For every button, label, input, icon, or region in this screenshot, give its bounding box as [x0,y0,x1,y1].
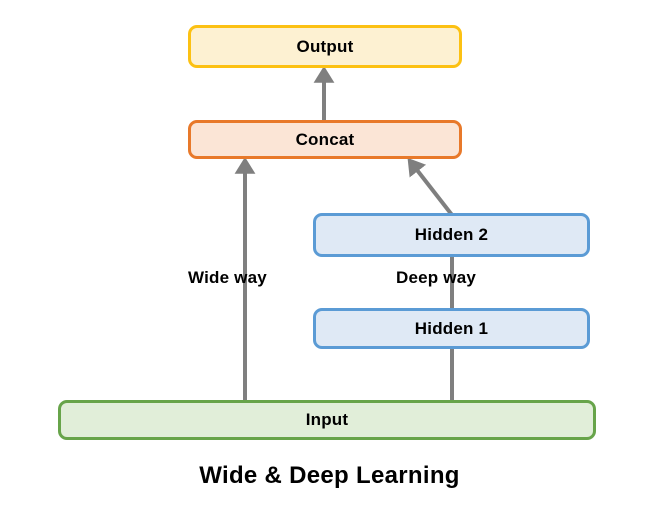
node-output-label: Output [296,36,354,56]
node-input[interactable]: Input [58,400,596,440]
path-label-deep-way: Deep way [396,268,477,287]
path-label-wide-way: Wide way [188,268,267,287]
node-hidden-1-label: Hidden 1 [414,318,489,338]
node-hidden-2-label: Hidden 2 [414,225,489,244]
node-hidden-2[interactable]: Hidden 2 [313,213,590,257]
node-hidden-1[interactable]: Hidden 1 [313,308,590,349]
node-output[interactable]: Output [188,25,462,68]
node-concat[interactable]: Concat [188,120,462,159]
arrow-hidden2-to-concat [407,157,454,217]
diagram-caption: Wide & Deep Learning [199,462,460,489]
node-input-label: Input [305,410,349,429]
node-concat-label: Concat [295,129,355,149]
